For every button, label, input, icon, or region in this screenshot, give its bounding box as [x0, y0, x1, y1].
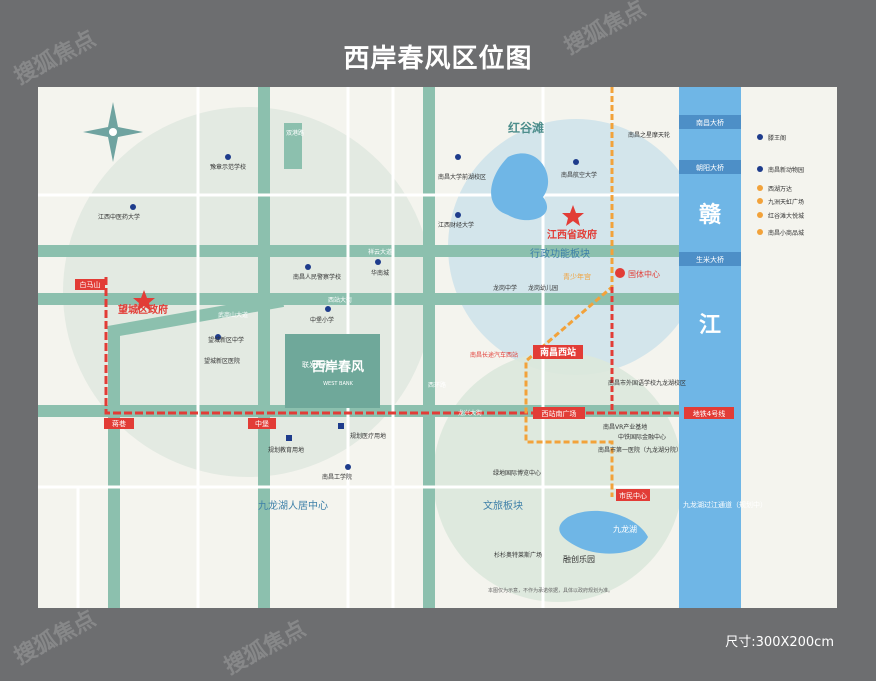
svg-text:南昌市第一医院（九龙湖分院）: 南昌市第一医院（九龙湖分院）	[598, 446, 682, 454]
youth-palace-label: 青少年宫	[563, 272, 591, 281]
station-shimin-center	[616, 489, 650, 501]
river-name-top: 赣	[699, 202, 722, 228]
river-crossing-label: 九龙湖过江通道（规划中）	[683, 500, 767, 509]
station-zhongbao	[248, 418, 276, 429]
project-sub: WEST BANK	[323, 381, 354, 387]
station-baimashan-label: 白马山	[80, 280, 101, 289]
svg-text:南昌市外国语学校九龙湖校区: 南昌市外国语学校九龙湖校区	[608, 379, 686, 387]
footnote: 本图仅为示意，不作为承诺依据，具体以政府规划为准。	[488, 587, 613, 594]
zone-culture: 文旅板块	[483, 499, 523, 512]
svg-text:南昌人民警察学校: 南昌人民警察学校	[293, 273, 341, 281]
svg-text:南昌VR产业基地: 南昌VR产业基地	[603, 423, 647, 431]
provincial-gov-label: 江西省政府	[547, 228, 597, 241]
metro-line-badge	[684, 407, 734, 419]
road-vertical-a	[258, 87, 270, 608]
station-jiangxiang	[104, 418, 134, 429]
svg-text:西站大街: 西站大街	[328, 296, 352, 304]
page-title: 西岸春风区位图	[343, 44, 533, 74]
project-brand: 联发万科	[302, 360, 330, 369]
size-note: 尺寸:300X200cm	[725, 635, 834, 650]
road-shuanggang-badge	[284, 123, 302, 169]
svg-text:祥云大道: 祥云大道	[368, 248, 392, 256]
star-provincial-gov	[562, 205, 584, 226]
road-xihuan	[423, 87, 435, 608]
legend-2: 西湖万达	[768, 185, 792, 193]
svg-text:豫章示范学校: 豫章示范学校	[210, 163, 246, 171]
svg-text:中铁国际金融中心: 中铁国际金融中心	[618, 433, 666, 441]
river-name-bottom: 江	[699, 313, 721, 338]
watermark-6: 搜狐焦点	[220, 616, 310, 680]
culture-zone-circle	[433, 352, 683, 602]
star-wangcheng-gov	[133, 290, 155, 311]
svg-text:江西中医药大学: 江西中医药大学	[98, 213, 140, 221]
bridge-nanchang-label: 南昌大桥	[696, 118, 724, 127]
guoti-center-label: 国体中心	[628, 269, 660, 279]
legend-3: 九洲天虹广场	[768, 198, 804, 206]
zone-admin: 行政功能板块	[530, 247, 590, 260]
jiulong-lake-label: 九龙湖	[613, 524, 637, 534]
bridge-chaoyang-label: 朝阳大桥	[696, 163, 724, 172]
legend-0: 滕王阁	[768, 134, 786, 142]
svg-text:规划教育用地: 规划教育用地	[268, 446, 304, 454]
zone-jiulong-living: 九龙湖人居中心	[258, 499, 328, 512]
wangcheng-gov-label: 望城区政府	[118, 303, 168, 316]
station-west-south-square-label: 西站南广场	[542, 409, 577, 418]
svg-text:南昌工学院: 南昌工学院	[322, 473, 352, 481]
svg-text:南昌之星摩天轮: 南昌之星摩天轮	[628, 131, 670, 139]
station-nanchang-west	[533, 345, 583, 359]
svg-text:融创乐园: 融创乐园	[563, 554, 595, 564]
station-baimashan	[75, 279, 105, 290]
svg-text:西环路: 西环路	[428, 381, 446, 389]
svg-text:龙岗中学: 龙岗中学	[493, 284, 517, 292]
svg-text:望城新区中学: 望城新区中学	[208, 336, 244, 344]
project-name: 西岸春风	[312, 359, 364, 375]
svg-text:龙兴大街: 龙兴大街	[458, 409, 482, 417]
svg-text:武商山大道: 武商山大道	[218, 311, 248, 319]
zone-honggutan: 红谷滩	[508, 120, 544, 135]
station-jiangxiang-label: 蒋巷	[112, 419, 126, 428]
svg-text:南昌长途汽车西站: 南昌长途汽车西站	[470, 351, 518, 359]
bridge-nanchang	[679, 115, 741, 129]
project-block	[285, 334, 380, 408]
svg-text:杉杉奥特莱斯广场: 杉杉奥特莱斯广场	[494, 551, 542, 559]
jiulong-lake	[559, 510, 648, 554]
svg-text:中堡小学: 中堡小学	[310, 316, 334, 324]
svg-text:南昌航空大学: 南昌航空大学	[561, 171, 597, 179]
svg-text:双港路: 双港路	[286, 129, 304, 137]
svg-text:望城新区医院: 望城新区医院	[204, 357, 240, 365]
svg-text:绿地国际博览中心: 绿地国际博览中心	[493, 469, 541, 477]
location-map: 赣 江 南昌大桥 朝阳大桥 生米大桥	[38, 87, 837, 608]
road-yangqishan	[108, 327, 120, 608]
guoti-center-icon	[615, 268, 625, 278]
bridge-chaoyang	[679, 160, 741, 174]
station-nanchang-west-label: 南昌西站	[540, 346, 576, 358]
station-zhongbao-label: 中堡	[255, 419, 269, 428]
compass-icon	[83, 102, 143, 162]
svg-text:规划医疗用地: 规划医疗用地	[350, 432, 386, 440]
watermark-4: 搜狐焦点	[10, 606, 100, 670]
qianhu-lake	[491, 153, 549, 221]
metro-line-orange	[524, 87, 614, 497]
svg-text:江西财经大学: 江西财经大学	[438, 221, 474, 229]
station-shimin-center-label: 市民中心	[619, 491, 647, 500]
legend-4: 红谷滩大悦城	[768, 212, 804, 220]
metro-line-4	[104, 277, 679, 415]
bridge-shengmi-label: 生米大桥	[696, 255, 724, 264]
station-west-south-square	[533, 407, 585, 419]
road-xizhan	[38, 293, 679, 305]
legend-5: 南昌小商品城	[768, 229, 804, 237]
svg-text:华南城: 华南城	[371, 269, 389, 277]
svg-text:南昌大学前湖校区: 南昌大学前湖校区	[438, 173, 486, 181]
metro-line-label: 地铁4号线	[693, 409, 725, 418]
bridge-shengmi	[679, 252, 741, 266]
svg-text:龙岗幼儿园: 龙岗幼儿园	[528, 284, 558, 292]
road-wushangshan	[106, 295, 285, 338]
legend-1: 南昌新动物园	[768, 166, 804, 174]
